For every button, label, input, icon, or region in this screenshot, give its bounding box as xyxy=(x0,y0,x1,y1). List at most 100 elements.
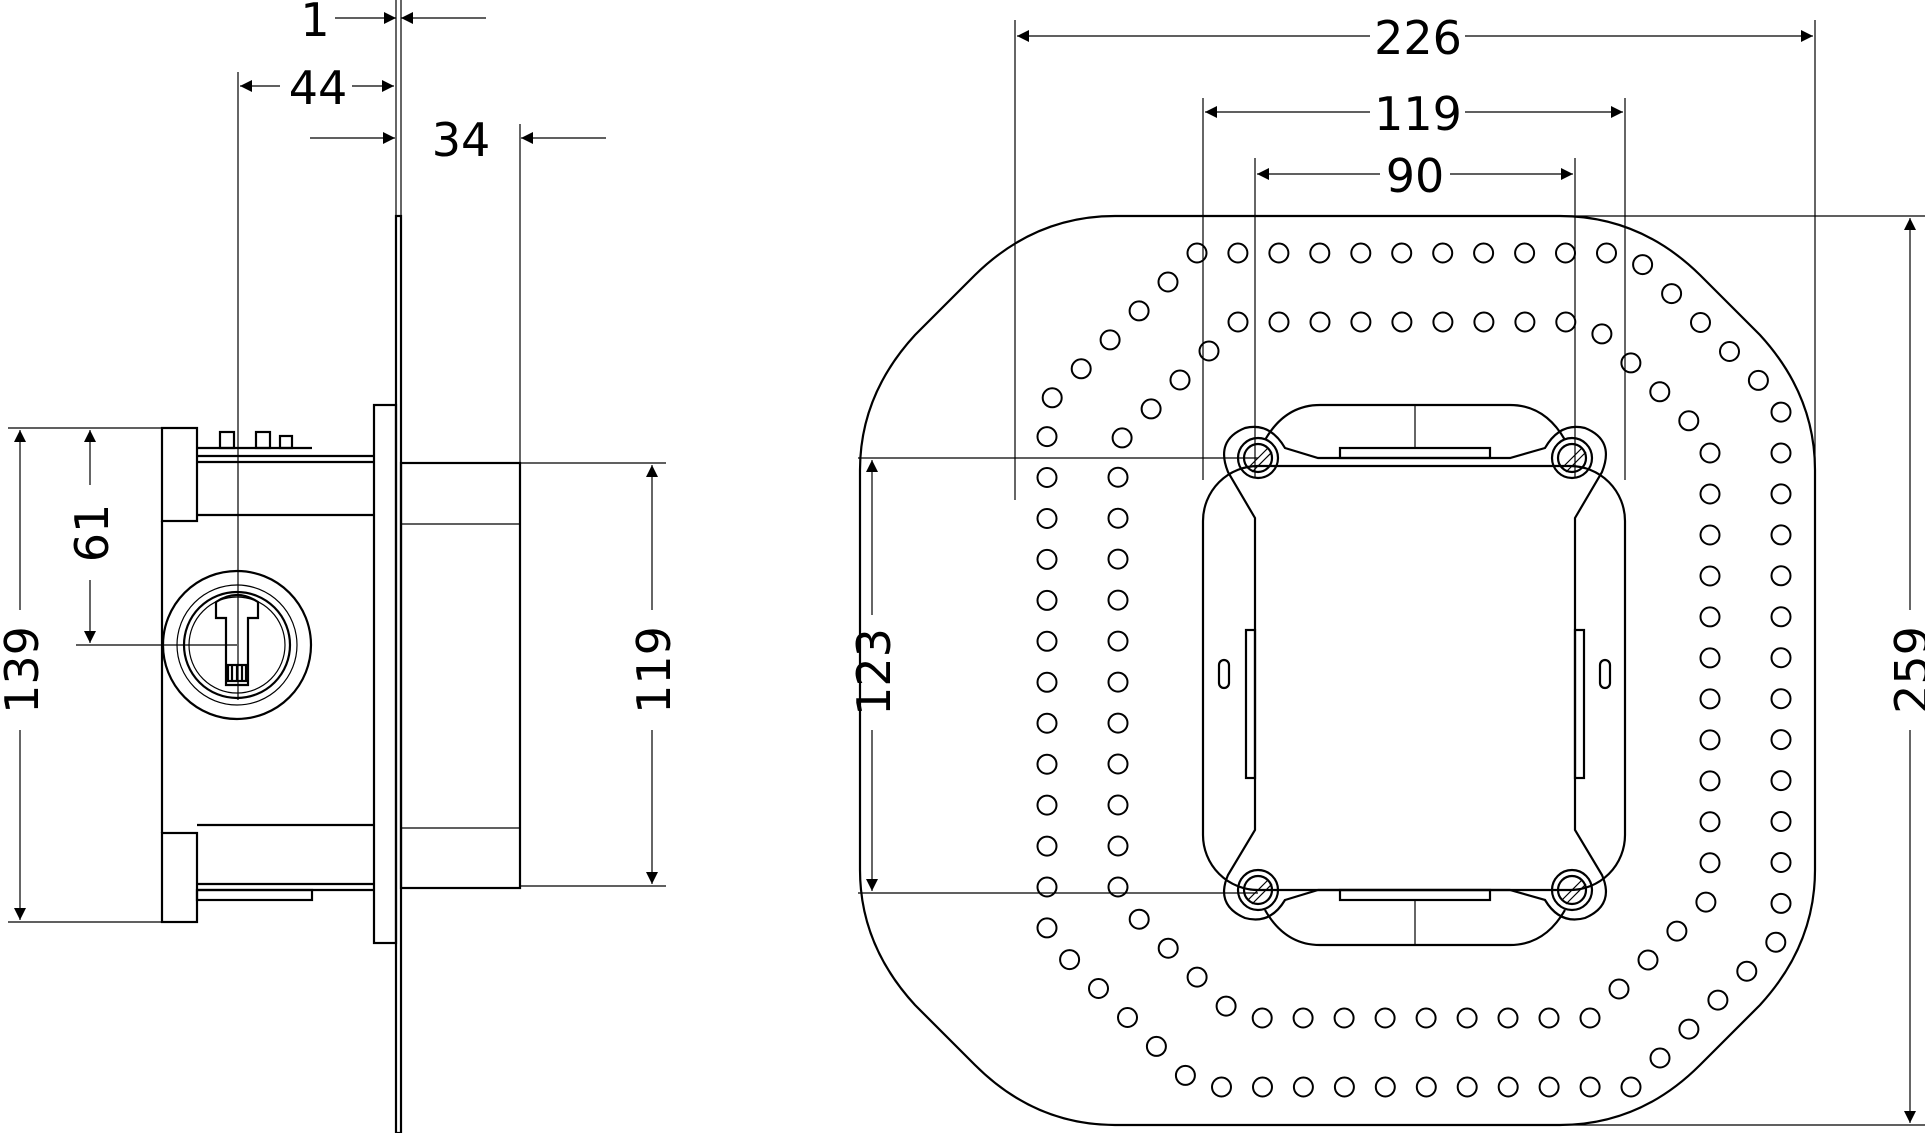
perforation-hole xyxy=(1140,398,1162,420)
perforation-hole xyxy=(1473,242,1495,264)
perforation-hole xyxy=(1596,242,1617,264)
dim-90: 90 xyxy=(1386,149,1445,203)
dim-44: 44 xyxy=(289,61,348,115)
perforation-hole xyxy=(1661,283,1683,305)
perforation-hole xyxy=(1292,1007,1314,1029)
perforation-hole xyxy=(1036,467,1058,488)
perforation-hole xyxy=(1041,387,1063,409)
perforation-hole xyxy=(1699,606,1721,628)
perforation-hole xyxy=(1227,311,1249,333)
perforation-hole xyxy=(1555,242,1576,264)
perforation-hole xyxy=(1678,410,1700,432)
perforation-hole xyxy=(1678,1018,1700,1040)
perforation-hole xyxy=(1036,671,1058,693)
perforation-hole xyxy=(1591,323,1613,345)
perforation-hole xyxy=(1497,1007,1519,1029)
perforation-hole xyxy=(1391,242,1413,264)
perforation-hole xyxy=(1699,852,1721,874)
front-dimensions: 226 119 90 123 259 xyxy=(847,11,1925,1126)
perforation-hole xyxy=(1107,835,1129,857)
perforation-hole xyxy=(1157,937,1179,959)
perforation-hole xyxy=(1770,524,1792,546)
dim-1: 1 xyxy=(300,0,329,47)
perforation-hole xyxy=(1699,442,1721,464)
dim-259: 259 xyxy=(1885,626,1925,714)
perforation-hole xyxy=(1770,892,1792,914)
perforation-hole xyxy=(1699,647,1721,669)
inner-frame xyxy=(1201,464,1627,892)
perforation-hole xyxy=(1036,426,1058,448)
perforation-hole xyxy=(1770,606,1792,628)
perforation-hole xyxy=(1268,311,1290,333)
perforation-hole xyxy=(1128,908,1150,930)
perforation-hole xyxy=(1268,242,1290,264)
center-body xyxy=(1223,425,1607,921)
perforation-hole xyxy=(1292,1076,1314,1098)
side-view xyxy=(160,214,522,1133)
perforation-hole xyxy=(1186,966,1208,988)
perforation-hole xyxy=(1538,1076,1560,1098)
perforation-hole xyxy=(1174,1064,1196,1086)
perforation-hole xyxy=(1415,1007,1437,1029)
housing-top-lug xyxy=(160,426,199,523)
perforation-hole xyxy=(1111,427,1133,449)
dim-226: 226 xyxy=(1374,11,1462,65)
perforation-hole xyxy=(1555,311,1577,333)
perforation-hole xyxy=(1198,340,1220,362)
perforation-hole xyxy=(1036,753,1058,775)
perforation-hole xyxy=(1107,589,1129,611)
perforation-hole xyxy=(1456,1076,1478,1098)
perforation-hole xyxy=(1770,729,1792,751)
perforation-hole xyxy=(1070,358,1092,380)
box-body xyxy=(399,461,522,890)
perforation-hole xyxy=(1107,507,1129,529)
perforation-hole xyxy=(1747,369,1769,391)
perforation-hole xyxy=(1107,630,1129,652)
dim-139: 139 xyxy=(0,626,49,714)
perforation-hole xyxy=(1770,442,1792,464)
perforation-hole xyxy=(1128,300,1150,322)
perforation-hole xyxy=(1374,1007,1396,1029)
perforation-hole xyxy=(1350,311,1372,333)
perforation-hole xyxy=(1649,1047,1671,1069)
perforation-hole xyxy=(1117,1007,1138,1028)
perforation-hole xyxy=(1157,271,1179,293)
perforation-hole xyxy=(1770,852,1792,873)
perforation-hole xyxy=(1036,589,1058,611)
perforation-hole xyxy=(1036,794,1058,816)
perforation-hole xyxy=(1514,242,1536,264)
perforation-hole xyxy=(1415,1076,1437,1098)
perforation-hole xyxy=(1333,1007,1355,1029)
perforation-hole xyxy=(1227,242,1249,264)
perforation-hole xyxy=(1099,329,1121,351)
perforation-hole xyxy=(1251,1007,1273,1029)
dim-119-front: 119 xyxy=(1374,87,1462,141)
perforation-hole xyxy=(1699,565,1721,587)
perforation-hole xyxy=(1637,949,1659,971)
perforation-hole xyxy=(1649,381,1671,403)
perforation-hole xyxy=(1579,1007,1601,1029)
perforation-hole xyxy=(1620,352,1642,374)
dim-119-side: 119 xyxy=(627,626,681,714)
outer-plate xyxy=(858,214,1817,1127)
perforation-hole xyxy=(1107,466,1129,488)
perforation-hole xyxy=(1699,811,1721,833)
perforation-hole xyxy=(1514,311,1536,333)
perforation-hole xyxy=(1456,1007,1478,1029)
perforation-hole xyxy=(1699,770,1721,792)
perforation-hole xyxy=(1036,835,1058,857)
dim-61: 61 xyxy=(65,504,119,563)
perforation-hole xyxy=(1707,989,1729,1011)
valve-core xyxy=(214,593,260,687)
perforation-hole xyxy=(1107,671,1129,693)
corner-screws xyxy=(1236,436,1594,912)
perforation-hole xyxy=(1579,1076,1601,1098)
perforation-hole xyxy=(1666,920,1688,942)
front-view xyxy=(858,214,1817,1127)
perforation-hole xyxy=(1374,1076,1396,1098)
perforation-hole xyxy=(1333,1076,1355,1098)
perforation-hole xyxy=(1699,524,1721,546)
perforation-hole xyxy=(1036,630,1058,652)
perforation-hole xyxy=(1036,712,1058,734)
perforation-hole xyxy=(1309,242,1331,264)
